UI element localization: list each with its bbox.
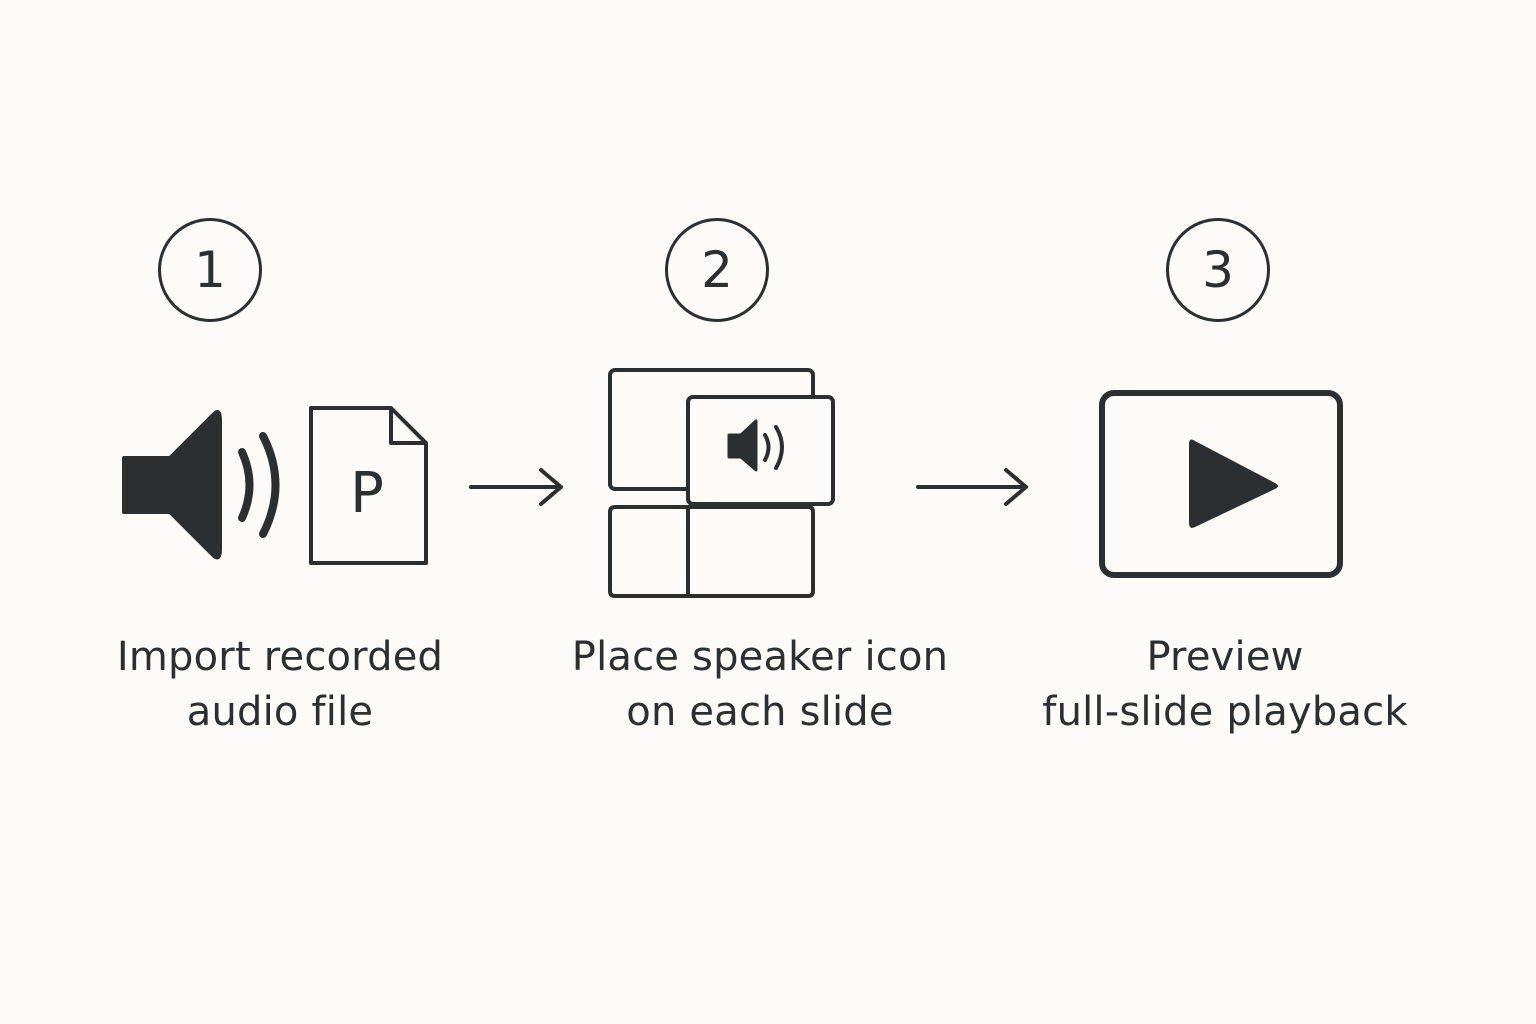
slide-grid-icon bbox=[608, 505, 815, 598]
play-screen-icon bbox=[1099, 390, 1343, 578]
file-letter: P bbox=[350, 461, 384, 526]
arrow-right-icon-2 bbox=[916, 468, 1028, 506]
step-3-label: Preview full-slide playback bbox=[1020, 630, 1430, 740]
step-2-number: 2 bbox=[701, 241, 733, 299]
step-2-label-line-2: on each slide bbox=[626, 689, 894, 735]
step-1-label-line-2: audio file bbox=[186, 689, 374, 735]
arrow-right-icon bbox=[469, 468, 563, 506]
step-1-number-badge: 1 bbox=[158, 218, 262, 322]
step-1-label-line-1: Import recorded bbox=[116, 634, 444, 680]
step-1-label: Import recorded audio file bbox=[80, 630, 480, 740]
document-fold-icon bbox=[389, 408, 426, 445]
document-icon bbox=[309, 406, 428, 565]
play-icon bbox=[1189, 439, 1278, 528]
speaker-and-p-file-icon bbox=[122, 406, 428, 565]
step-1-number: 1 bbox=[194, 241, 226, 299]
screen-frame-icon bbox=[1099, 390, 1343, 578]
step-2-label-line-1: Place speaker icon bbox=[571, 634, 949, 680]
sound-wave-mini-large-icon bbox=[774, 425, 784, 470]
sound-wave-mini-small-icon bbox=[763, 433, 771, 462]
slide-layout-speaker-icon bbox=[608, 368, 835, 598]
step-2-label: Place speaker icon on each slide bbox=[540, 630, 980, 740]
step-3-number: 3 bbox=[1202, 241, 1234, 299]
speaker-mini-icon bbox=[727, 419, 758, 472]
sound-wave-large-icon bbox=[259, 432, 280, 538]
front-slide-icon bbox=[686, 395, 835, 506]
step-3-label-line-1: Preview bbox=[1146, 634, 1304, 680]
step-3-number-badge: 3 bbox=[1166, 218, 1270, 322]
sound-wave-small-icon bbox=[238, 448, 254, 522]
step-3-label-line-2: full-slide playback bbox=[1042, 689, 1408, 735]
speaker-icon bbox=[122, 410, 222, 560]
step-2-number-badge: 2 bbox=[665, 218, 769, 322]
